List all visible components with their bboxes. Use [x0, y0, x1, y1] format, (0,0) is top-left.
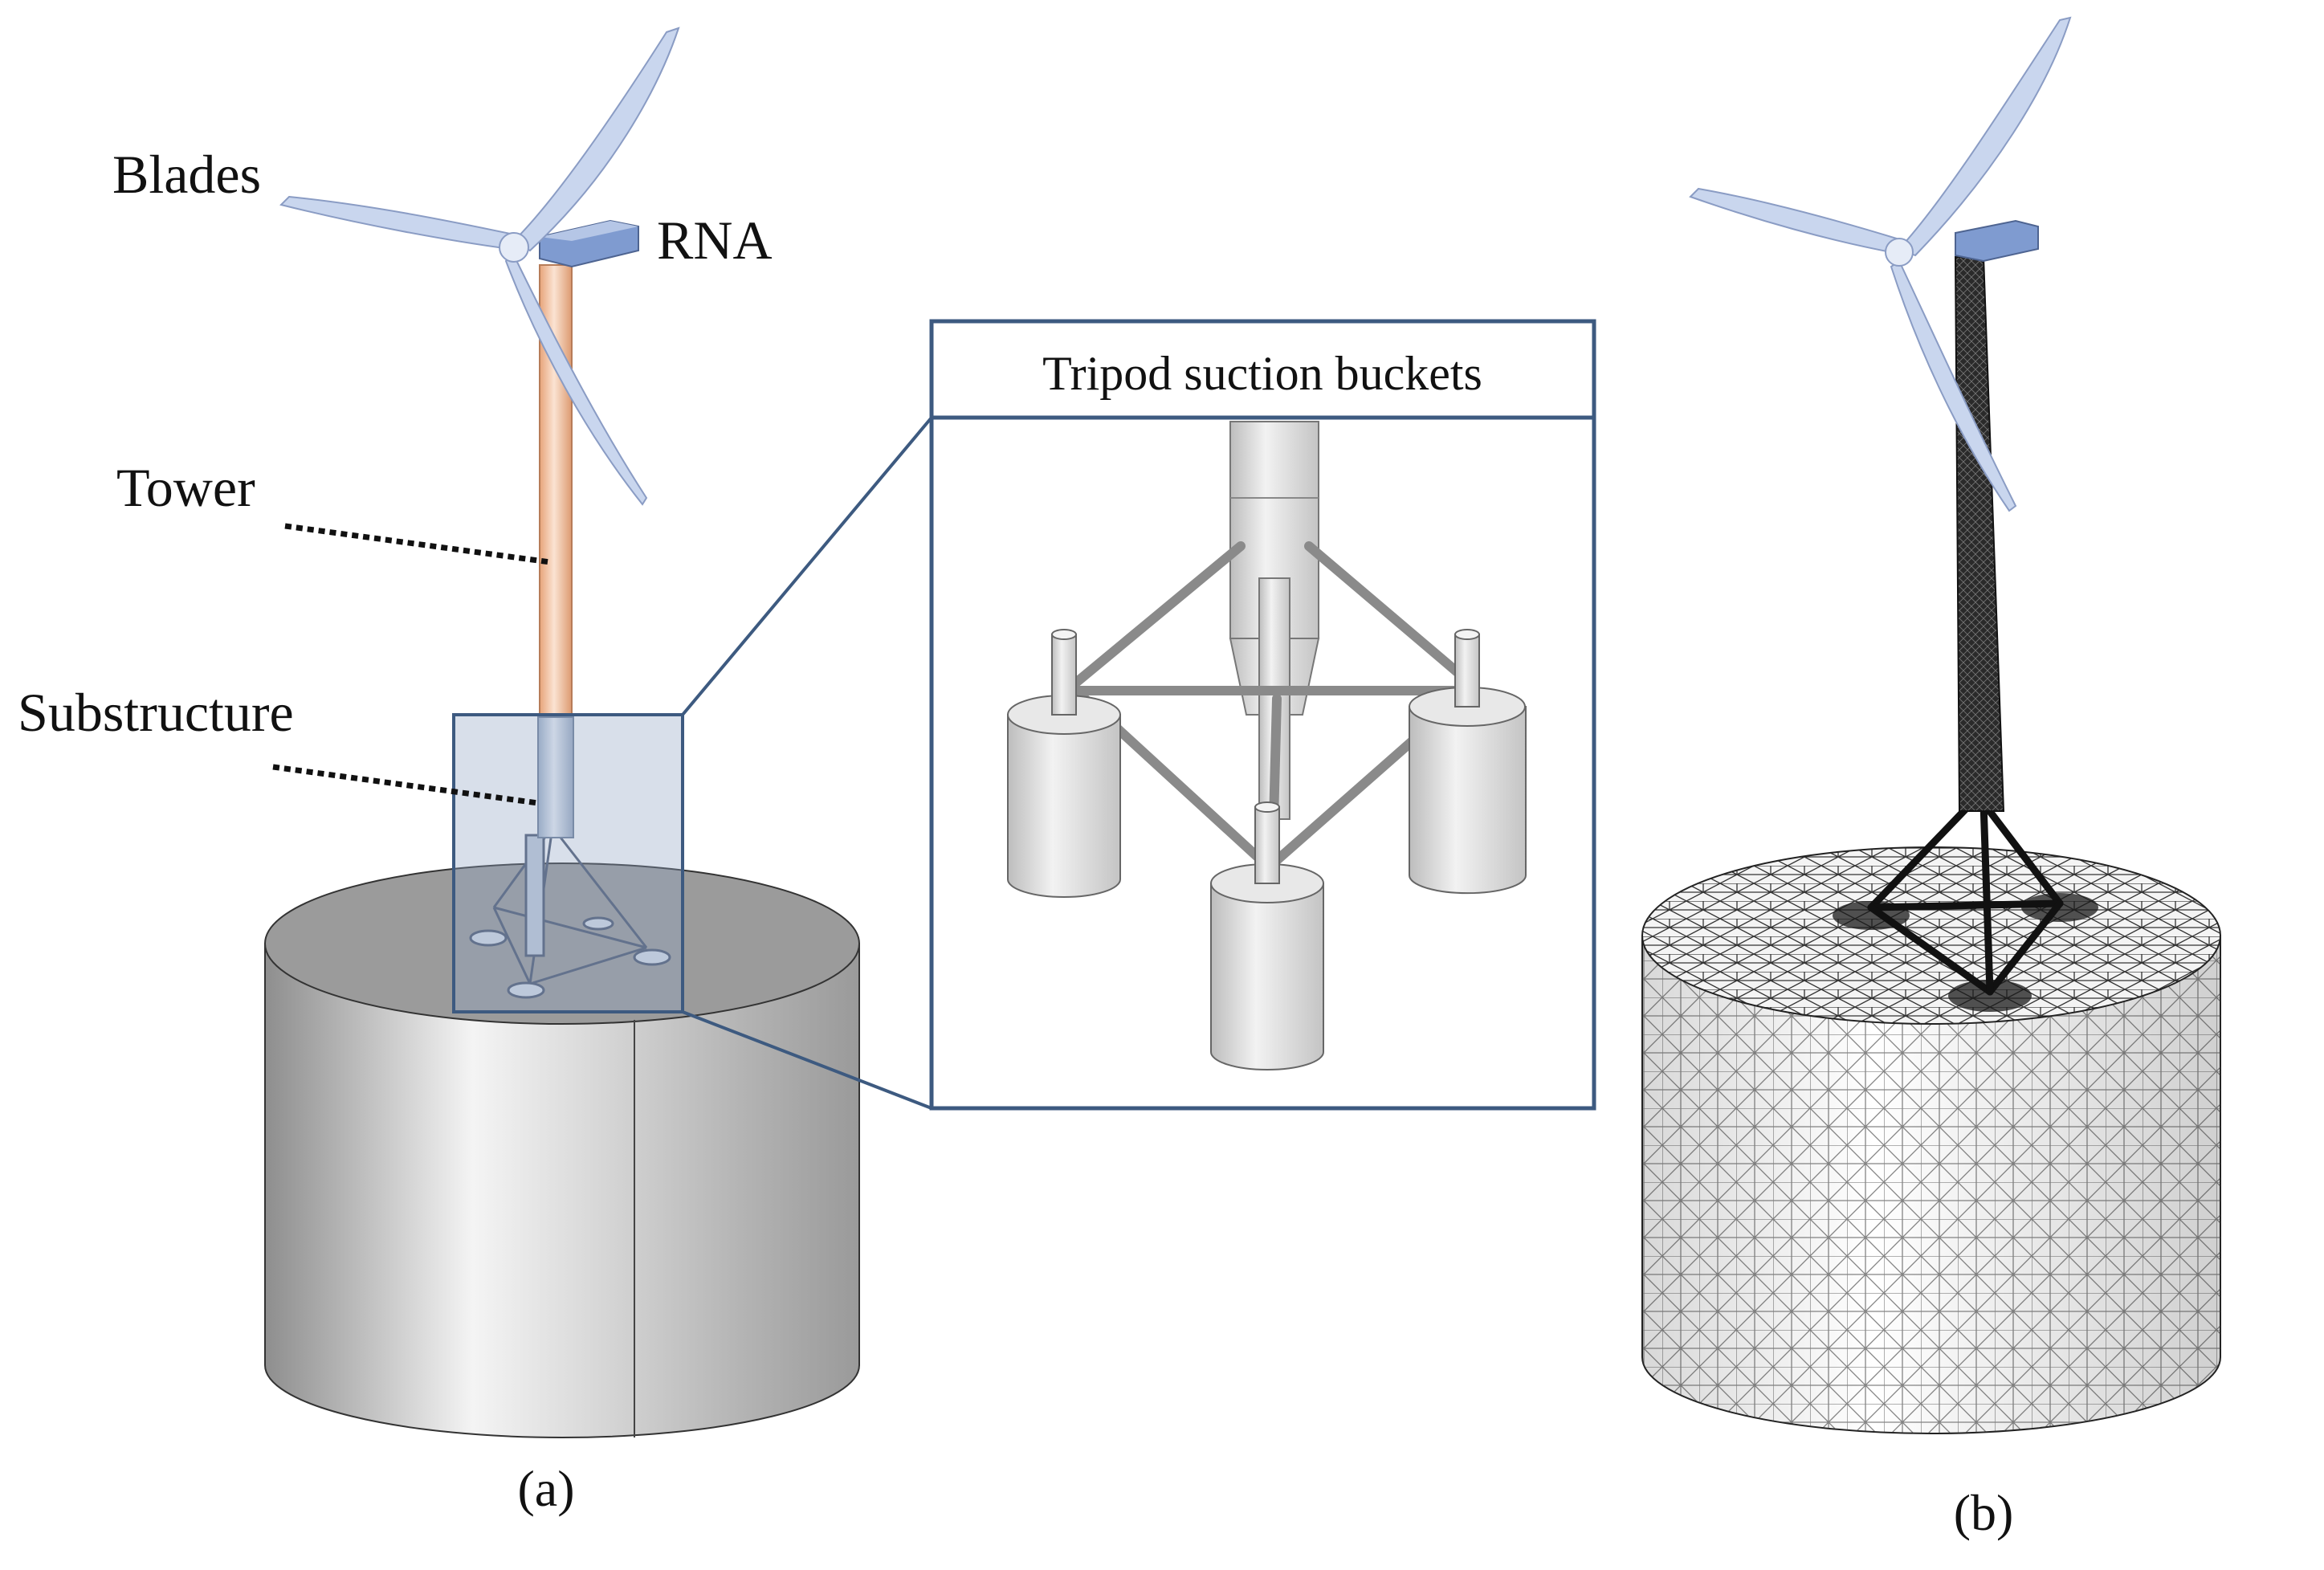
panel-a-caption: (a): [517, 1460, 574, 1517]
soil-domain: [264, 862, 860, 1438]
inset-title-box: [929, 319, 1596, 420]
panel-b-caption: (b): [1954, 1484, 2014, 1541]
inset-title: Tripod suction buckets: [1042, 347, 1482, 400]
substructure-highlight-box: [452, 713, 684, 1013]
tripod-substructure: [469, 826, 671, 999]
rna: [539, 219, 639, 268]
zoom-connector-bottom: [682, 1010, 932, 1110]
transition-piece: [537, 716, 574, 838]
inset-tripod-buckets: [929, 319, 1596, 1111]
suction-bucket-right: [1409, 629, 1527, 895]
tower-label: Tower: [116, 457, 255, 518]
substructure-label: Substructure: [18, 682, 294, 743]
suction-bucket-left: [1007, 629, 1121, 898]
rotor-blades: [279, 27, 680, 506]
tower-leader-line: [284, 523, 551, 565]
meshed-tower: [1954, 256, 2005, 812]
blades-label: Blades: [112, 144, 261, 205]
panel-a-model: [264, 27, 860, 1438]
panel-b-mesh: [1641, 16, 2221, 1434]
zoom-connector-top: [681, 416, 933, 716]
rna-label: RNA: [657, 210, 773, 271]
suction-bucket-front: [1210, 801, 1324, 1070]
